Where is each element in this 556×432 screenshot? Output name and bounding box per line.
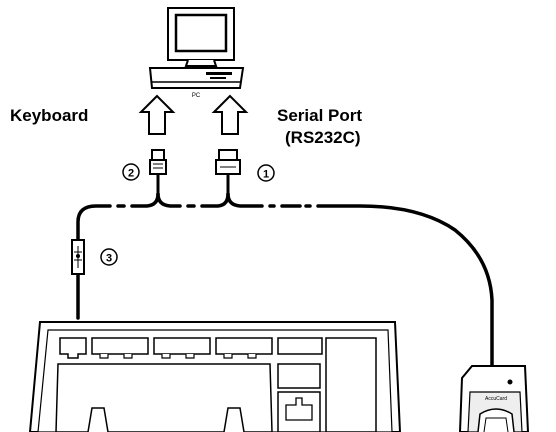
keyboard-label: Keyboard [10,106,89,125]
pc-label: PC [192,93,201,99]
up-arrow-icon [138,94,176,135]
up-arrow-icon [211,94,249,135]
db9-connector-icon [215,149,241,194]
callout-3: 3 [100,248,118,266]
rs232c-label: (RS232C) [285,128,361,147]
callout-2: 2 [122,163,140,181]
y-cable [76,192,494,368]
reader-brand-label: AccuCard [485,396,507,402]
inline-adapter-icon [71,239,85,275]
serial-port-label: Serial Port [277,106,363,125]
callout-1-number: 1 [263,169,269,181]
computer-icon: PC [148,7,245,99]
ps2-connector-icon [149,149,167,194]
callout-3-number: 3 [106,253,112,265]
card-reader-icon: AccuCard [458,365,530,432]
callout-2-number: 2 [128,168,134,180]
callout-1: 1 [257,164,275,182]
keyboard-icon [28,321,402,432]
